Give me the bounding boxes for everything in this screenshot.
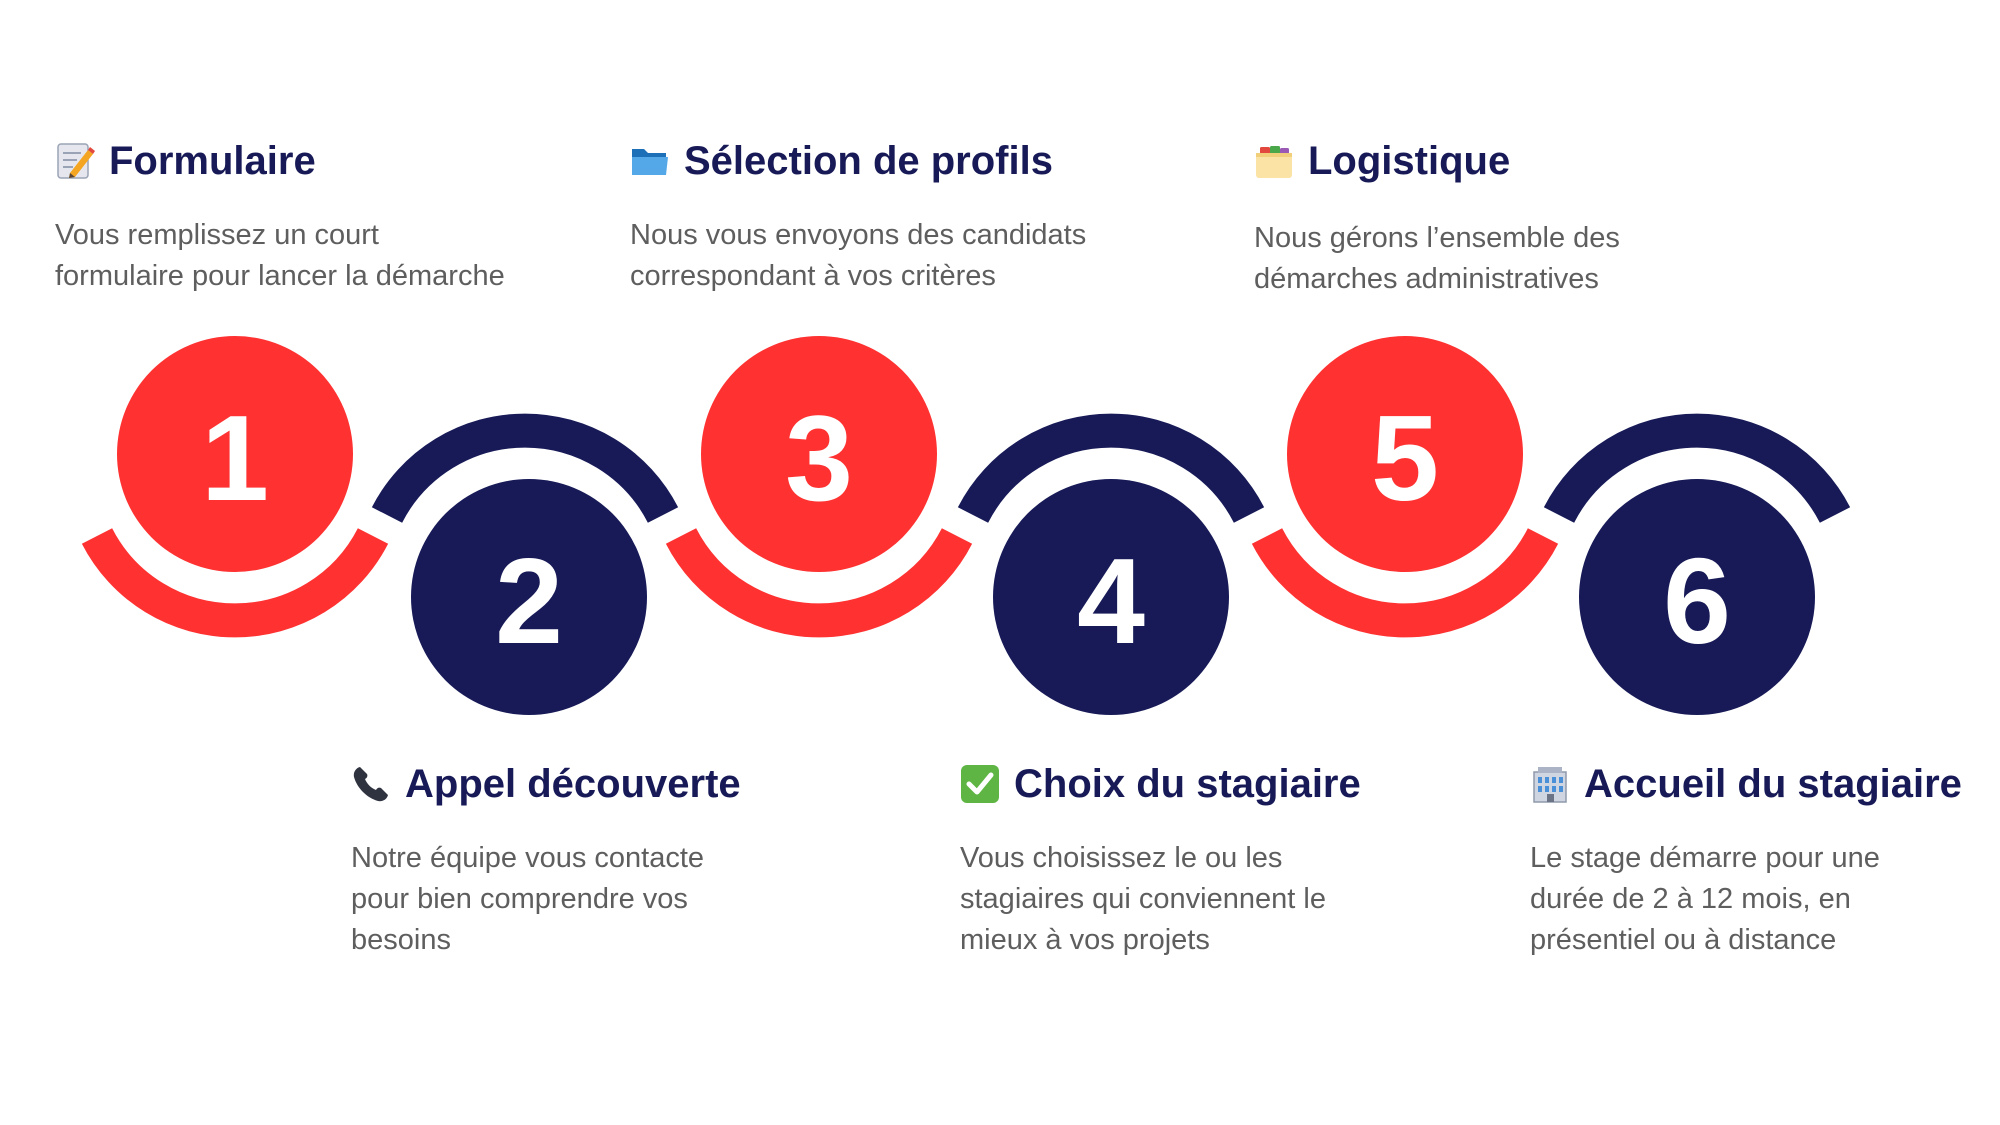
step-4-description: Vous choisissez le ou les stagiaires qui… [960,842,1326,956]
telephone-icon [353,767,388,802]
step-3-title: Sélection de profils [684,139,1053,183]
step-3: Sélection de profils Nous vous envoyons … [630,141,1086,297]
step-circle-1: 1 [117,336,353,572]
step-3-title-row: Sélection de profils [630,141,1086,181]
step-2-description: Notre équipe vous contacte pour bien com… [351,842,705,956]
step-number-2: 2 [495,533,563,669]
step-circle-4: 4 [993,479,1229,715]
step-5-title-row: Logistique [1254,141,1620,181]
step-4-title: Choix du stagiaire [1014,762,1361,806]
office-building-icon [1533,767,1567,803]
step-2-title-row: Appel découverte [351,764,741,804]
step-5: Logistique Nous gérons l’ensemble des dé… [1254,141,1620,300]
step-6-title-row: Accueil du stagiaire [1530,764,1962,804]
step-1-title: Formulaire [109,139,316,183]
step-circle-5: 5 [1287,336,1523,572]
step-5-title: Logistique [1308,139,1511,183]
red-arc-1 [81,528,389,638]
step-number-5: 5 [1371,390,1439,526]
folder-icon [632,149,668,175]
step-1: Formulaire Vous remplissez un court form… [55,141,505,297]
navy-arc-2 [371,413,679,523]
red-arc-3 [665,528,973,638]
red-arc-5 [1251,528,1559,638]
navy-arc-6 [1543,413,1851,523]
step-number-6: 6 [1663,533,1731,669]
step-number-4: 4 [1077,533,1145,669]
step-4-title-row: Choix du stagiaire [960,764,1361,804]
step-number-3: 3 [785,390,853,526]
step-2-title: Appel découverte [405,762,741,806]
memo-icon [57,143,95,179]
step-circle-3: 3 [701,336,937,572]
step-number-1: 1 [201,390,269,526]
step-5-description: Nous gérons l’ensemble des démarches adm… [1254,222,1620,295]
step-3-description: Nous vous envoyons des candidats corresp… [630,219,1087,292]
step-1-description: Vous remplissez un court formulaire pour… [55,219,505,292]
card-index-icon [1256,146,1292,178]
step-2: Appel découverte Notre équipe vous conta… [351,764,741,961]
step-6-title: Accueil du stagiaire [1584,762,1962,806]
step-6-description: Le stage démarre pour une durée de 2 à 1… [1530,842,1880,956]
step-4: Choix du stagiaire Vous choisissez le ou… [960,764,1361,961]
step-6: Accueil du stagiaire Le stage démarre po… [1530,764,1962,961]
step-circle-2: 2 [411,479,647,715]
step-1-title-row: Formulaire [55,141,505,181]
navy-arc-4 [957,413,1265,523]
check-mark-icon [961,765,999,803]
step-circle-6: 6 [1579,479,1815,715]
